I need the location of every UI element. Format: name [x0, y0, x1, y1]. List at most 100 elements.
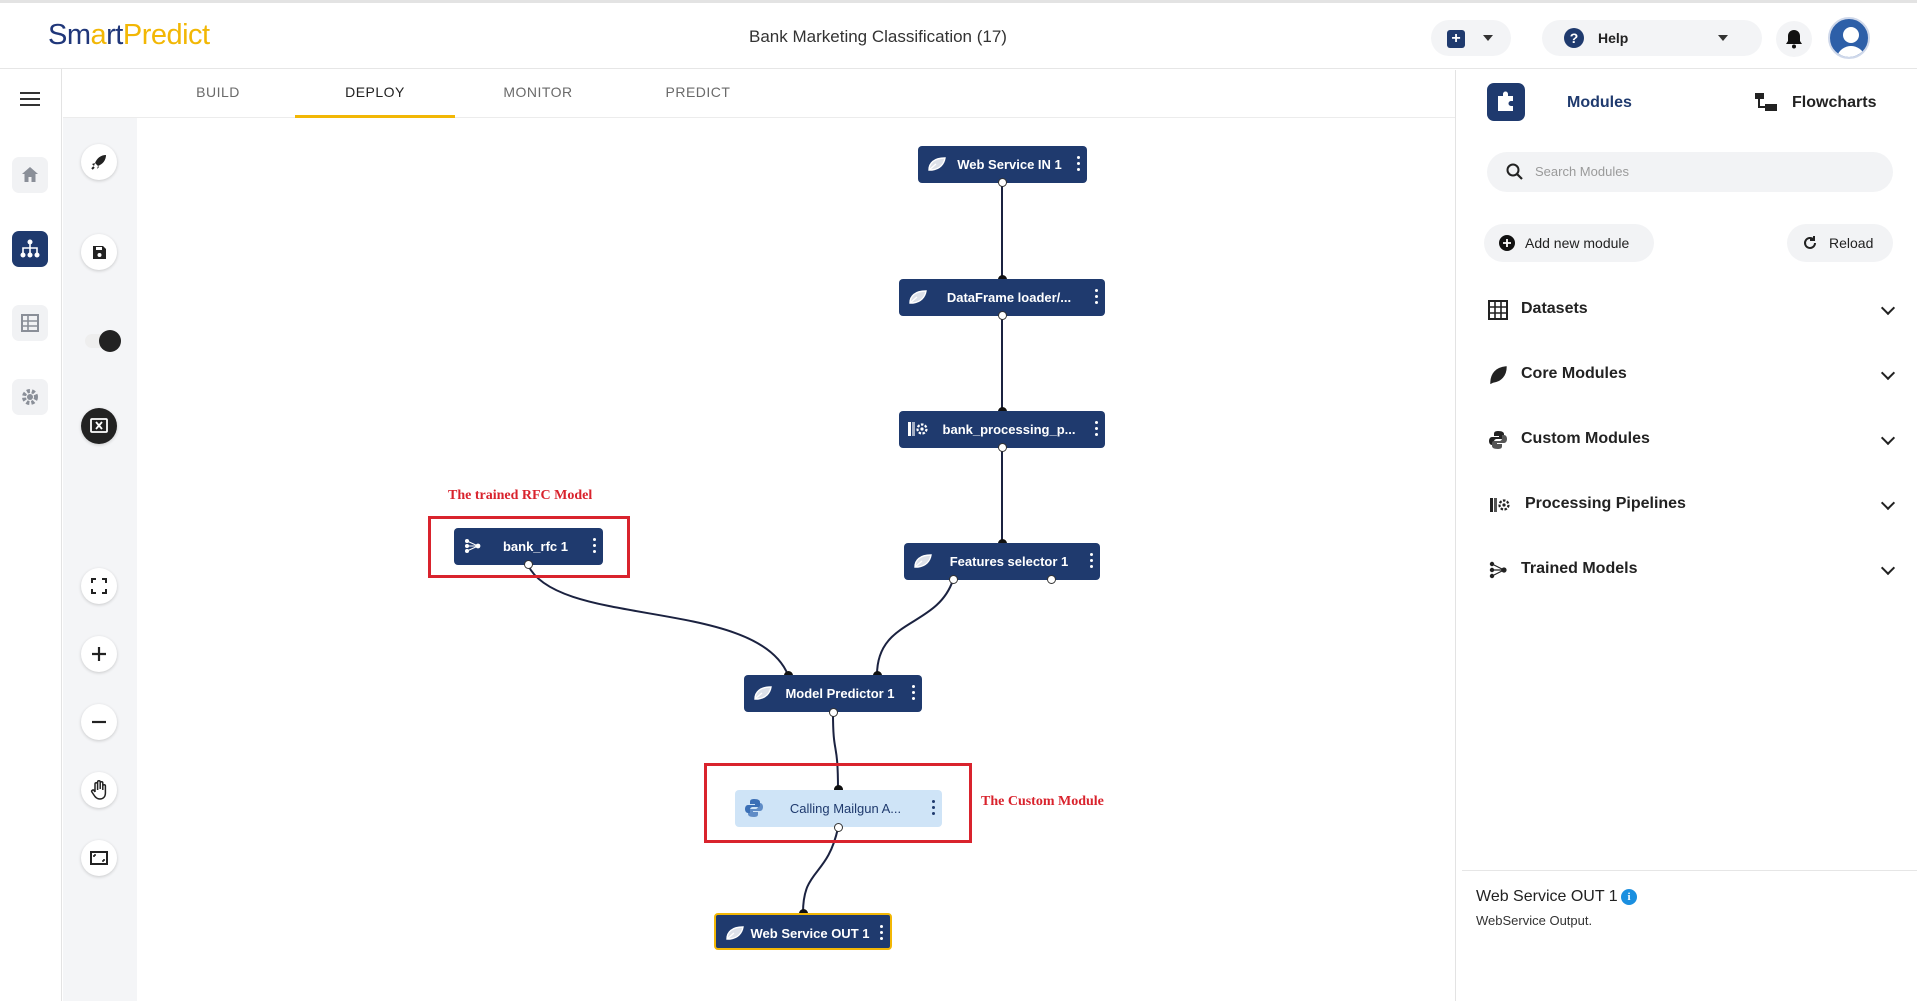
category-label: Trained Models	[1521, 560, 1638, 577]
more-vert-icon[interactable]	[912, 685, 916, 702]
edge-rfc-predictor	[527, 564, 789, 676]
info-icon[interactable]: i	[1621, 889, 1637, 905]
leaf-icon	[726, 926, 744, 940]
smartpredict-logo[interactable]: SmartPredict	[48, 19, 210, 52]
logo-text-sm: Sm	[48, 19, 91, 51]
help-dropdown[interactable]: ? Help	[1542, 20, 1762, 56]
chevron-down-icon	[1880, 430, 1896, 446]
tab-build[interactable]: BUILD	[196, 84, 240, 100]
zoom-in-button[interactable]	[81, 636, 117, 672]
toggle-knob	[99, 330, 121, 352]
output-port[interactable]	[949, 575, 958, 584]
category-custom-modules[interactable]: Custom Modules	[1485, 425, 1896, 455]
fit-view-icon	[90, 851, 108, 865]
more-vert-icon[interactable]	[593, 538, 597, 555]
output-port[interactable]	[998, 443, 1007, 452]
tab-flowcharts[interactable]: Flowcharts	[1792, 94, 1877, 111]
notifications-button[interactable]	[1776, 21, 1812, 57]
hand-icon	[90, 780, 107, 800]
save-icon	[93, 246, 106, 259]
user-avatar[interactable]	[1828, 17, 1870, 59]
category-label: Processing Pipelines	[1525, 495, 1686, 512]
node-web-service-in[interactable]: Web Service IN 1	[918, 146, 1087, 183]
node-dataframe-loader[interactable]: DataFrame loader/...	[899, 279, 1105, 316]
left-navigation	[0, 69, 62, 1001]
output-port[interactable]	[524, 560, 533, 569]
user-icon	[1836, 27, 1866, 57]
tab-monitor[interactable]: MONITOR	[503, 84, 573, 100]
connections-layer	[527, 182, 1003, 914]
home-icon	[22, 167, 38, 182]
help-label: Help	[1598, 30, 1629, 46]
reload-label: Reload	[1829, 235, 1874, 251]
nav-dataset[interactable]	[12, 305, 48, 341]
node-label: Web Service IN 1	[957, 157, 1062, 172]
grid-icon	[1488, 300, 1508, 320]
more-vert-icon[interactable]	[1077, 156, 1081, 173]
tab-predict[interactable]: PREDICT	[665, 84, 731, 100]
output-port[interactable]	[1047, 575, 1056, 584]
leaf-icon	[754, 686, 772, 700]
node-bank-rfc[interactable]: bank_rfc 1	[454, 528, 603, 565]
more-vert-icon[interactable]	[880, 925, 884, 942]
more-vert-icon[interactable]	[1095, 421, 1099, 438]
category-core-modules[interactable]: Core Modules	[1485, 360, 1896, 390]
deploy-button[interactable]	[81, 144, 117, 180]
minus-icon	[92, 720, 106, 724]
hamburger-menu-icon[interactable]	[20, 92, 40, 106]
logo-text-a: a	[90, 19, 107, 51]
bell-icon	[1786, 30, 1802, 49]
save-button[interactable]	[81, 234, 117, 270]
fit-view-button[interactable]	[81, 840, 117, 876]
add-circle-icon	[1499, 235, 1515, 251]
model-icon	[465, 539, 481, 553]
output-port[interactable]	[998, 178, 1007, 187]
plus-icon	[92, 647, 106, 661]
node-calling-mailgun[interactable]: Calling Mailgun A...	[735, 790, 942, 827]
modules-panel: Modules Flowcharts Search Modules Add ne…	[1455, 70, 1917, 1001]
annotation-trained-model: The trained RFC Model	[448, 488, 593, 503]
node-label: Features selector 1	[949, 554, 1069, 569]
search-modules-input[interactable]: Search Modules	[1487, 152, 1893, 192]
more-vert-icon[interactable]	[1090, 553, 1094, 570]
clear-button[interactable]	[81, 408, 117, 444]
output-port[interactable]	[998, 311, 1007, 320]
add-menu-button[interactable]: +	[1431, 20, 1511, 56]
node-web-service-out[interactable]: Web Service OUT 1	[714, 913, 892, 950]
nav-home[interactable]	[12, 157, 48, 193]
category-trained-models[interactable]: Trained Models	[1485, 555, 1896, 585]
nav-settings[interactable]	[12, 379, 48, 415]
add-new-module-button[interactable]: Add new module	[1484, 224, 1654, 262]
output-port[interactable]	[834, 823, 843, 832]
pan-button[interactable]	[81, 772, 117, 808]
node-bank-processing[interactable]: bank_processing_p...	[899, 411, 1105, 448]
selected-module-description: WebService Output.	[1476, 913, 1593, 928]
category-datasets[interactable]: Datasets	[1485, 295, 1896, 325]
flowchart-icon[interactable]	[1754, 92, 1778, 112]
output-port[interactable]	[829, 708, 838, 717]
leaf-icon	[928, 157, 946, 171]
nav-flowchart[interactable]	[12, 231, 48, 267]
category-processing-pipelines[interactable]: Processing Pipelines	[1485, 490, 1896, 520]
more-vert-icon[interactable]	[1095, 289, 1099, 306]
mode-toggle[interactable]	[85, 330, 121, 352]
modules-tab-icon[interactable]	[1487, 83, 1525, 121]
category-label: Datasets	[1521, 300, 1588, 317]
logo-text-rt: rt	[106, 19, 123, 51]
leaf-icon	[909, 290, 927, 304]
more-vert-icon[interactable]	[932, 800, 936, 817]
reload-button[interactable]: Reload	[1787, 224, 1893, 262]
flowchart-canvas[interactable]: Web Service IN 1 DataFrame loader/... ba…	[137, 118, 1455, 1001]
node-features-selector[interactable]: Features selector 1	[904, 543, 1100, 580]
fullscreen-button[interactable]	[81, 568, 117, 604]
input-port[interactable]	[834, 785, 843, 794]
node-label: bank_rfc 1	[502, 539, 569, 554]
node-label: DataFrame loader/...	[946, 290, 1072, 305]
tab-deploy[interactable]: DEPLOY	[345, 84, 405, 100]
zoom-out-button[interactable]	[81, 704, 117, 740]
clear-icon	[90, 418, 108, 433]
edge-selector-predictor	[876, 579, 954, 676]
tab-modules[interactable]: Modules	[1567, 94, 1632, 111]
node-model-predictor[interactable]: Model Predictor 1	[744, 675, 922, 712]
annotation-custom-module: The Custom Module	[981, 794, 1104, 809]
